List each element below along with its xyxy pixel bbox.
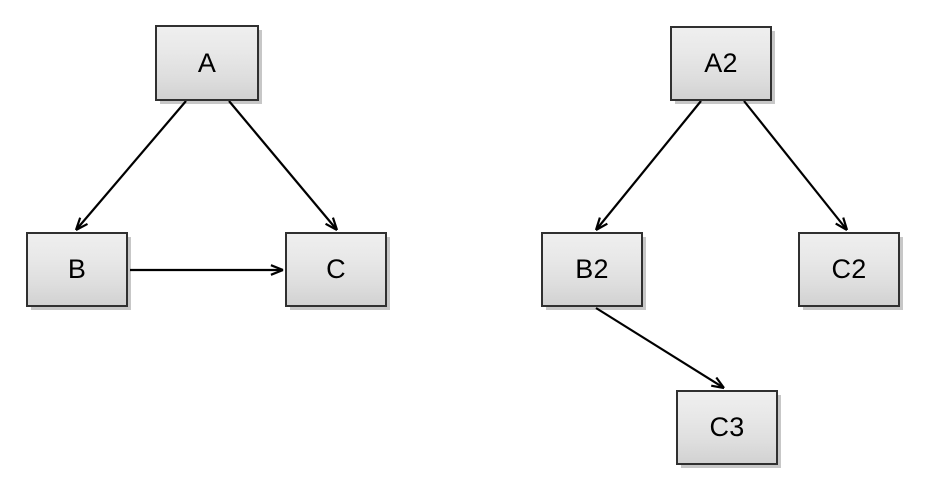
edge-a-to-c[interactable] [228, 100, 339, 231]
edge-a-to-b[interactable] [74, 100, 187, 231]
edge-line [595, 100, 702, 231]
node-label: A2 [704, 48, 738, 78]
edge-arrowhead [594, 217, 608, 231]
node-c[interactable]: C [285, 232, 387, 307]
edge-arrowhead [74, 217, 89, 231]
node-c3[interactable]: C3 [676, 390, 778, 465]
node-label: B2 [575, 254, 609, 284]
edge-line [228, 100, 338, 231]
node-c2[interactable]: C2 [798, 232, 900, 307]
edge-line [595, 307, 725, 389]
node-label: C3 [709, 412, 745, 442]
node-label: A [197, 47, 217, 78]
edge-line [75, 100, 187, 231]
node-a2[interactable]: A2 [670, 26, 772, 101]
node-b2[interactable]: B2 [541, 232, 643, 307]
node-b[interactable]: B [26, 232, 128, 307]
edge-line [743, 100, 848, 231]
node-a[interactable]: A [155, 25, 259, 101]
node-label: B [67, 254, 87, 284]
edge-a2-to-c2[interactable] [743, 100, 849, 231]
edge-a2-to-b2[interactable] [594, 100, 702, 231]
node-label: C2 [831, 254, 867, 284]
edge-arrowhead [711, 376, 725, 390]
node-label: C [326, 254, 346, 284]
edge-b2-to-c3[interactable] [595, 307, 725, 390]
edge-b-to-c[interactable] [130, 264, 284, 276]
edge-arrowhead [835, 217, 849, 231]
edge-arrowhead [270, 264, 284, 276]
edge-arrowhead [325, 217, 339, 231]
